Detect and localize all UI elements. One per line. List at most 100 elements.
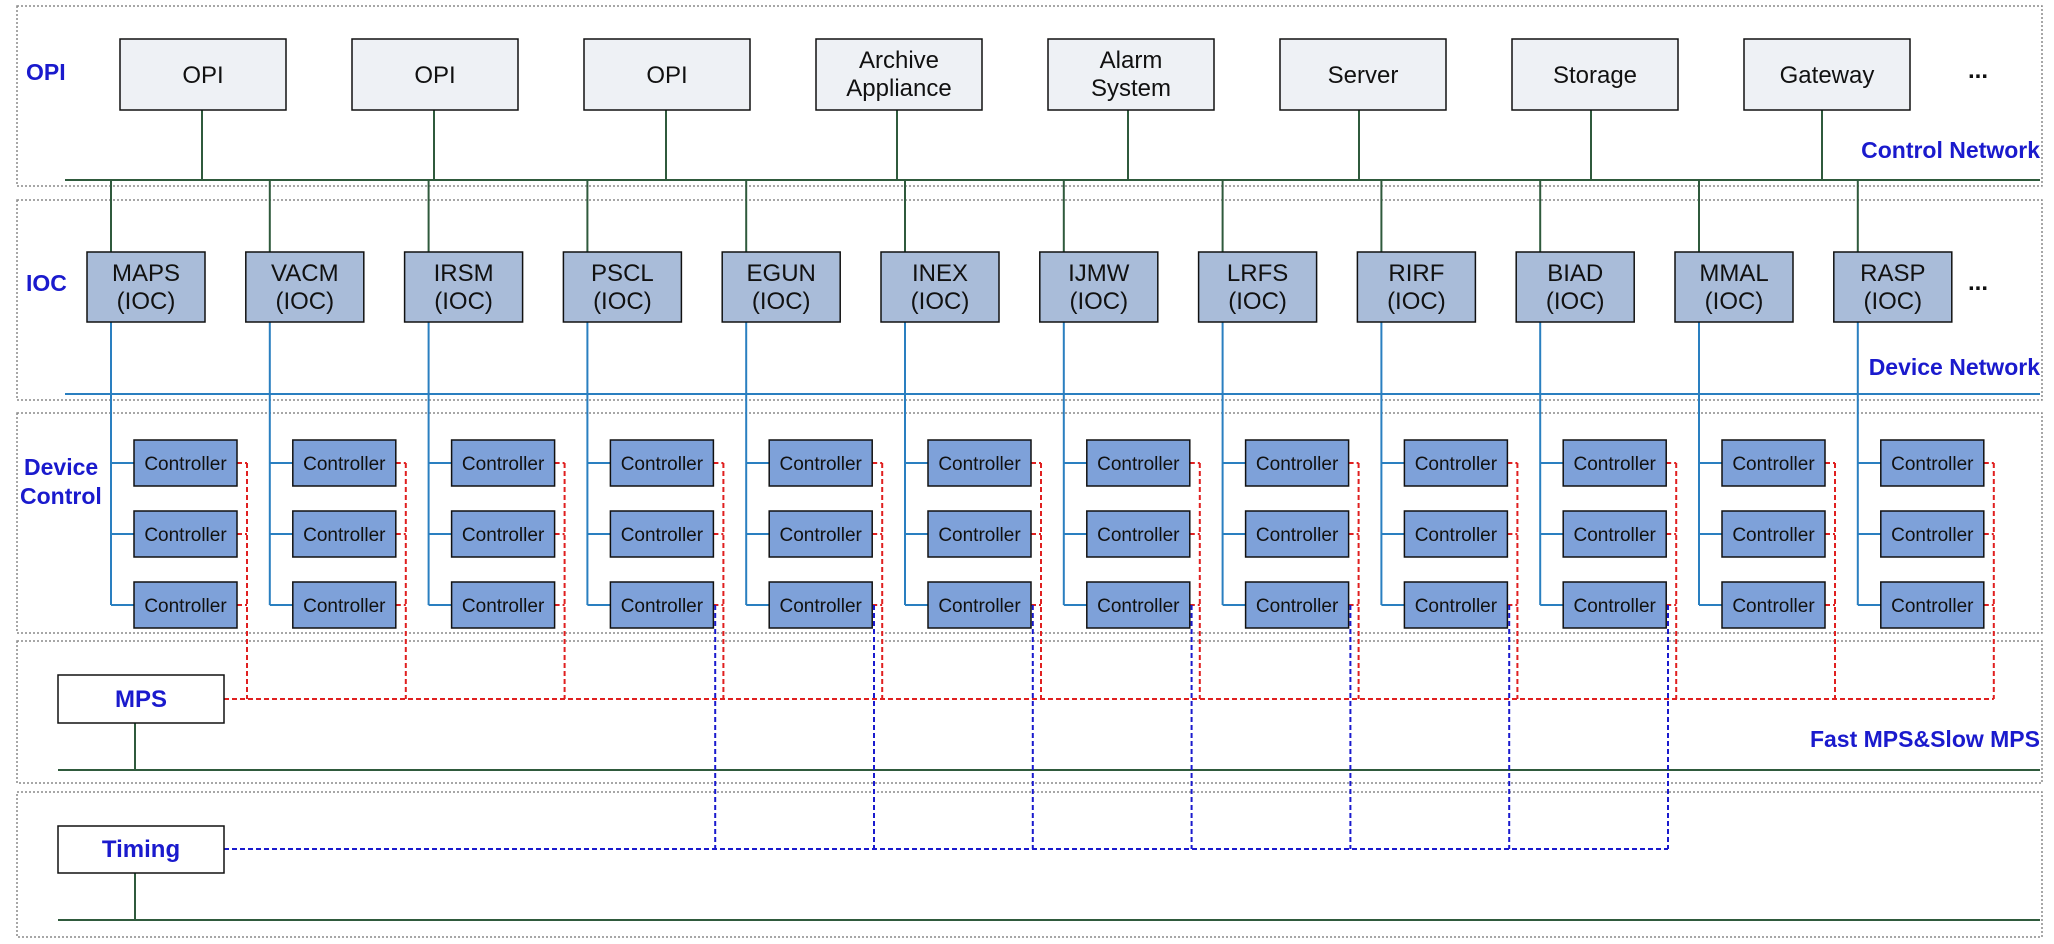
timing-box[interactable]: [57, 825, 225, 874]
ioc-box-biad-controller-3[interactable]: [1562, 581, 1667, 629]
ioc-box-egun-label-line1: EGUN: [747, 260, 816, 287]
opi-row-ellipsis: ...: [1968, 57, 1988, 84]
ioc-box-rasp-label-line1: RASP: [1860, 260, 1925, 287]
ioc-box-maps-controller-3[interactable]: [133, 581, 238, 629]
ioc-box-egun[interactable]: [721, 251, 841, 323]
controller-grid: ControllerControllerControllerController…: [133, 439, 1985, 629]
ioc-box-inex-label-line2: (IOC): [911, 288, 970, 315]
ioc-box-mmal-label-line1: MMAL: [1699, 260, 1768, 287]
ioc-box-inex-controller-3[interactable]: [927, 581, 1032, 629]
ioc-box-lrfs-label-line1: LRFS: [1227, 260, 1288, 287]
opi-box-alarm-system-5[interactable]: [1047, 38, 1215, 111]
ioc-box-pscl-controller-1-label: Controller: [621, 454, 704, 475]
ioc-box-ijmw-controller-3[interactable]: [1086, 581, 1191, 629]
timing-label: Timing: [102, 836, 180, 863]
opi-box-storage-7[interactable]: [1511, 38, 1679, 111]
ioc-box-mmal-controller-2[interactable]: [1721, 510, 1826, 558]
ioc-box-rasp-controller-1[interactable]: [1880, 439, 1985, 487]
opi-box-storage-7-label: Storage: [1553, 62, 1637, 89]
ioc-box-pscl-controller-2[interactable]: [609, 510, 715, 558]
ioc-box-mmal-controller-3[interactable]: [1721, 581, 1826, 629]
mps-connections: [224, 462, 1995, 700]
ioc-box-vacm-controller-1[interactable]: [292, 439, 397, 487]
ioc-box-pscl[interactable]: [562, 251, 683, 323]
ioc-box-mmal[interactable]: [1674, 251, 1794, 323]
ioc-box-inex-controller-1[interactable]: [927, 439, 1032, 487]
ioc-box-rasp-controller-3-label: Controller: [1891, 596, 1974, 617]
ioc-box-pscl-label-line1: PSCL: [591, 260, 654, 287]
ioc-box-mmal-controller-1-label: Controller: [1732, 454, 1815, 475]
opi-box-opi-1-label: OPI: [182, 62, 223, 89]
ioc-box-ijmw-controller-2[interactable]: [1086, 510, 1191, 558]
ioc-box-lrfs-controller-2-label: Controller: [1256, 525, 1339, 546]
ioc-box-vacm-controller-3-label: Controller: [303, 596, 386, 617]
ioc-box-lrfs-controller-1-label: Controller: [1256, 454, 1339, 475]
ioc-box-vacm-label-line2: (IOC): [275, 288, 334, 315]
ioc-box-pscl-controller-1[interactable]: [609, 439, 715, 487]
ioc-box-irsm-label-line2: (IOC): [434, 288, 493, 315]
ioc-box-irsm-controller-3-label: Controller: [462, 596, 545, 617]
mps-panel: [16, 640, 2043, 784]
opi-box-opi-3[interactable]: [583, 38, 751, 111]
ioc-box-rirf-label-line1: RIRF: [1388, 260, 1444, 287]
ioc-box-irsm-controller-1-label: Controller: [462, 454, 545, 475]
ioc-box-egun-controller-1[interactable]: [768, 439, 873, 487]
ioc-box-lrfs-controller-1[interactable]: [1244, 439, 1350, 487]
ioc-box-ijmw[interactable]: [1039, 251, 1159, 323]
ioc-box-lrfs-controller-3[interactable]: [1244, 581, 1350, 629]
ioc-box-ijmw-controller-1[interactable]: [1086, 439, 1191, 487]
ioc-box-rasp-controller-3[interactable]: [1880, 581, 1985, 629]
ioc-box-biad-controller-2[interactable]: [1562, 510, 1667, 558]
ioc-box-lrfs-controller-3-label: Controller: [1256, 596, 1339, 617]
ioc-box-irsm-controller-3[interactable]: [450, 581, 556, 629]
opi-box-gateway-8[interactable]: [1743, 38, 1911, 111]
ioc-box-biad-controller-1[interactable]: [1562, 439, 1667, 487]
ioc-box-maps[interactable]: [86, 251, 206, 323]
ioc-box-rirf-controller-2[interactable]: [1403, 510, 1509, 558]
ioc-box-mmal-controller-1[interactable]: [1721, 439, 1826, 487]
opi-box-opi-1[interactable]: [119, 38, 287, 111]
ioc-box-egun-controller-3[interactable]: [768, 581, 873, 629]
ioc-box-biad[interactable]: [1515, 251, 1635, 323]
ioc-box-inex-controller-2[interactable]: [927, 510, 1032, 558]
mps-box[interactable]: [57, 674, 225, 724]
ioc-box-vacm[interactable]: [245, 251, 365, 323]
ioc-box-egun-controller-1-label: Controller: [780, 454, 863, 475]
layer-label-ioc: IOC: [26, 270, 67, 296]
ioc-box-mmal-controller-3-label: Controller: [1732, 596, 1815, 617]
opi-box-archive-appliance-4[interactable]: [815, 38, 983, 111]
ioc-box-vacm-controller-3[interactable]: [292, 581, 397, 629]
opi-box-alarm-system-5-label-line2: System: [1091, 75, 1171, 102]
ioc-box-irsm[interactable]: [403, 251, 524, 323]
ioc-box-biad-label-line2: (IOC): [1546, 288, 1605, 315]
ioc-box-rirf[interactable]: [1356, 251, 1477, 323]
ioc-box-rasp-controller-2[interactable]: [1880, 510, 1985, 558]
ioc-box-lrfs-controller-2[interactable]: [1244, 510, 1350, 558]
ioc-box-lrfs-label-line2: (IOC): [1228, 288, 1287, 315]
opi-box-server-6[interactable]: [1279, 38, 1447, 111]
ioc-box-rirf-controller-3-label: Controller: [1415, 596, 1498, 617]
ioc-box-rirf-controller-3[interactable]: [1403, 581, 1509, 629]
ioc-box-inex[interactable]: [880, 251, 1000, 323]
ioc-box-rirf-controller-1-label: Controller: [1415, 454, 1498, 475]
ioc-box-egun-controller-2[interactable]: [768, 510, 873, 558]
ioc-box-maps-controller-2-label: Controller: [144, 525, 227, 546]
ioc-box-irsm-controller-2[interactable]: [450, 510, 556, 558]
network-label-device: Device Network: [1869, 354, 2041, 380]
ioc-box-rirf-controller-1[interactable]: [1403, 439, 1509, 487]
ioc-box-vacm-controller-2-label: Controller: [303, 525, 386, 546]
ioc-box-rasp-controller-1-label: Controller: [1891, 454, 1974, 475]
ioc-box-pscl-controller-3[interactable]: [609, 581, 715, 629]
ioc-box-lrfs[interactable]: [1197, 251, 1318, 323]
ioc-box-maps-controller-2[interactable]: [133, 510, 238, 558]
ioc-box-irsm-controller-1[interactable]: [450, 439, 556, 487]
opi-connections: [201, 110, 1823, 180]
opi-box-opi-2[interactable]: [351, 38, 519, 111]
ioc-box-vacm-controller-2[interactable]: [292, 510, 397, 558]
layer-label-device-line1: Device: [24, 454, 98, 480]
ioc-box-maps-controller-1[interactable]: [133, 439, 238, 487]
ioc-box-egun-controller-2-label: Controller: [780, 525, 863, 546]
ioc-box-biad-label-line1: BIAD: [1547, 260, 1603, 287]
ioc-box-rirf-controller-2-label: Controller: [1415, 525, 1498, 546]
ioc-box-rasp[interactable]: [1833, 251, 1953, 323]
